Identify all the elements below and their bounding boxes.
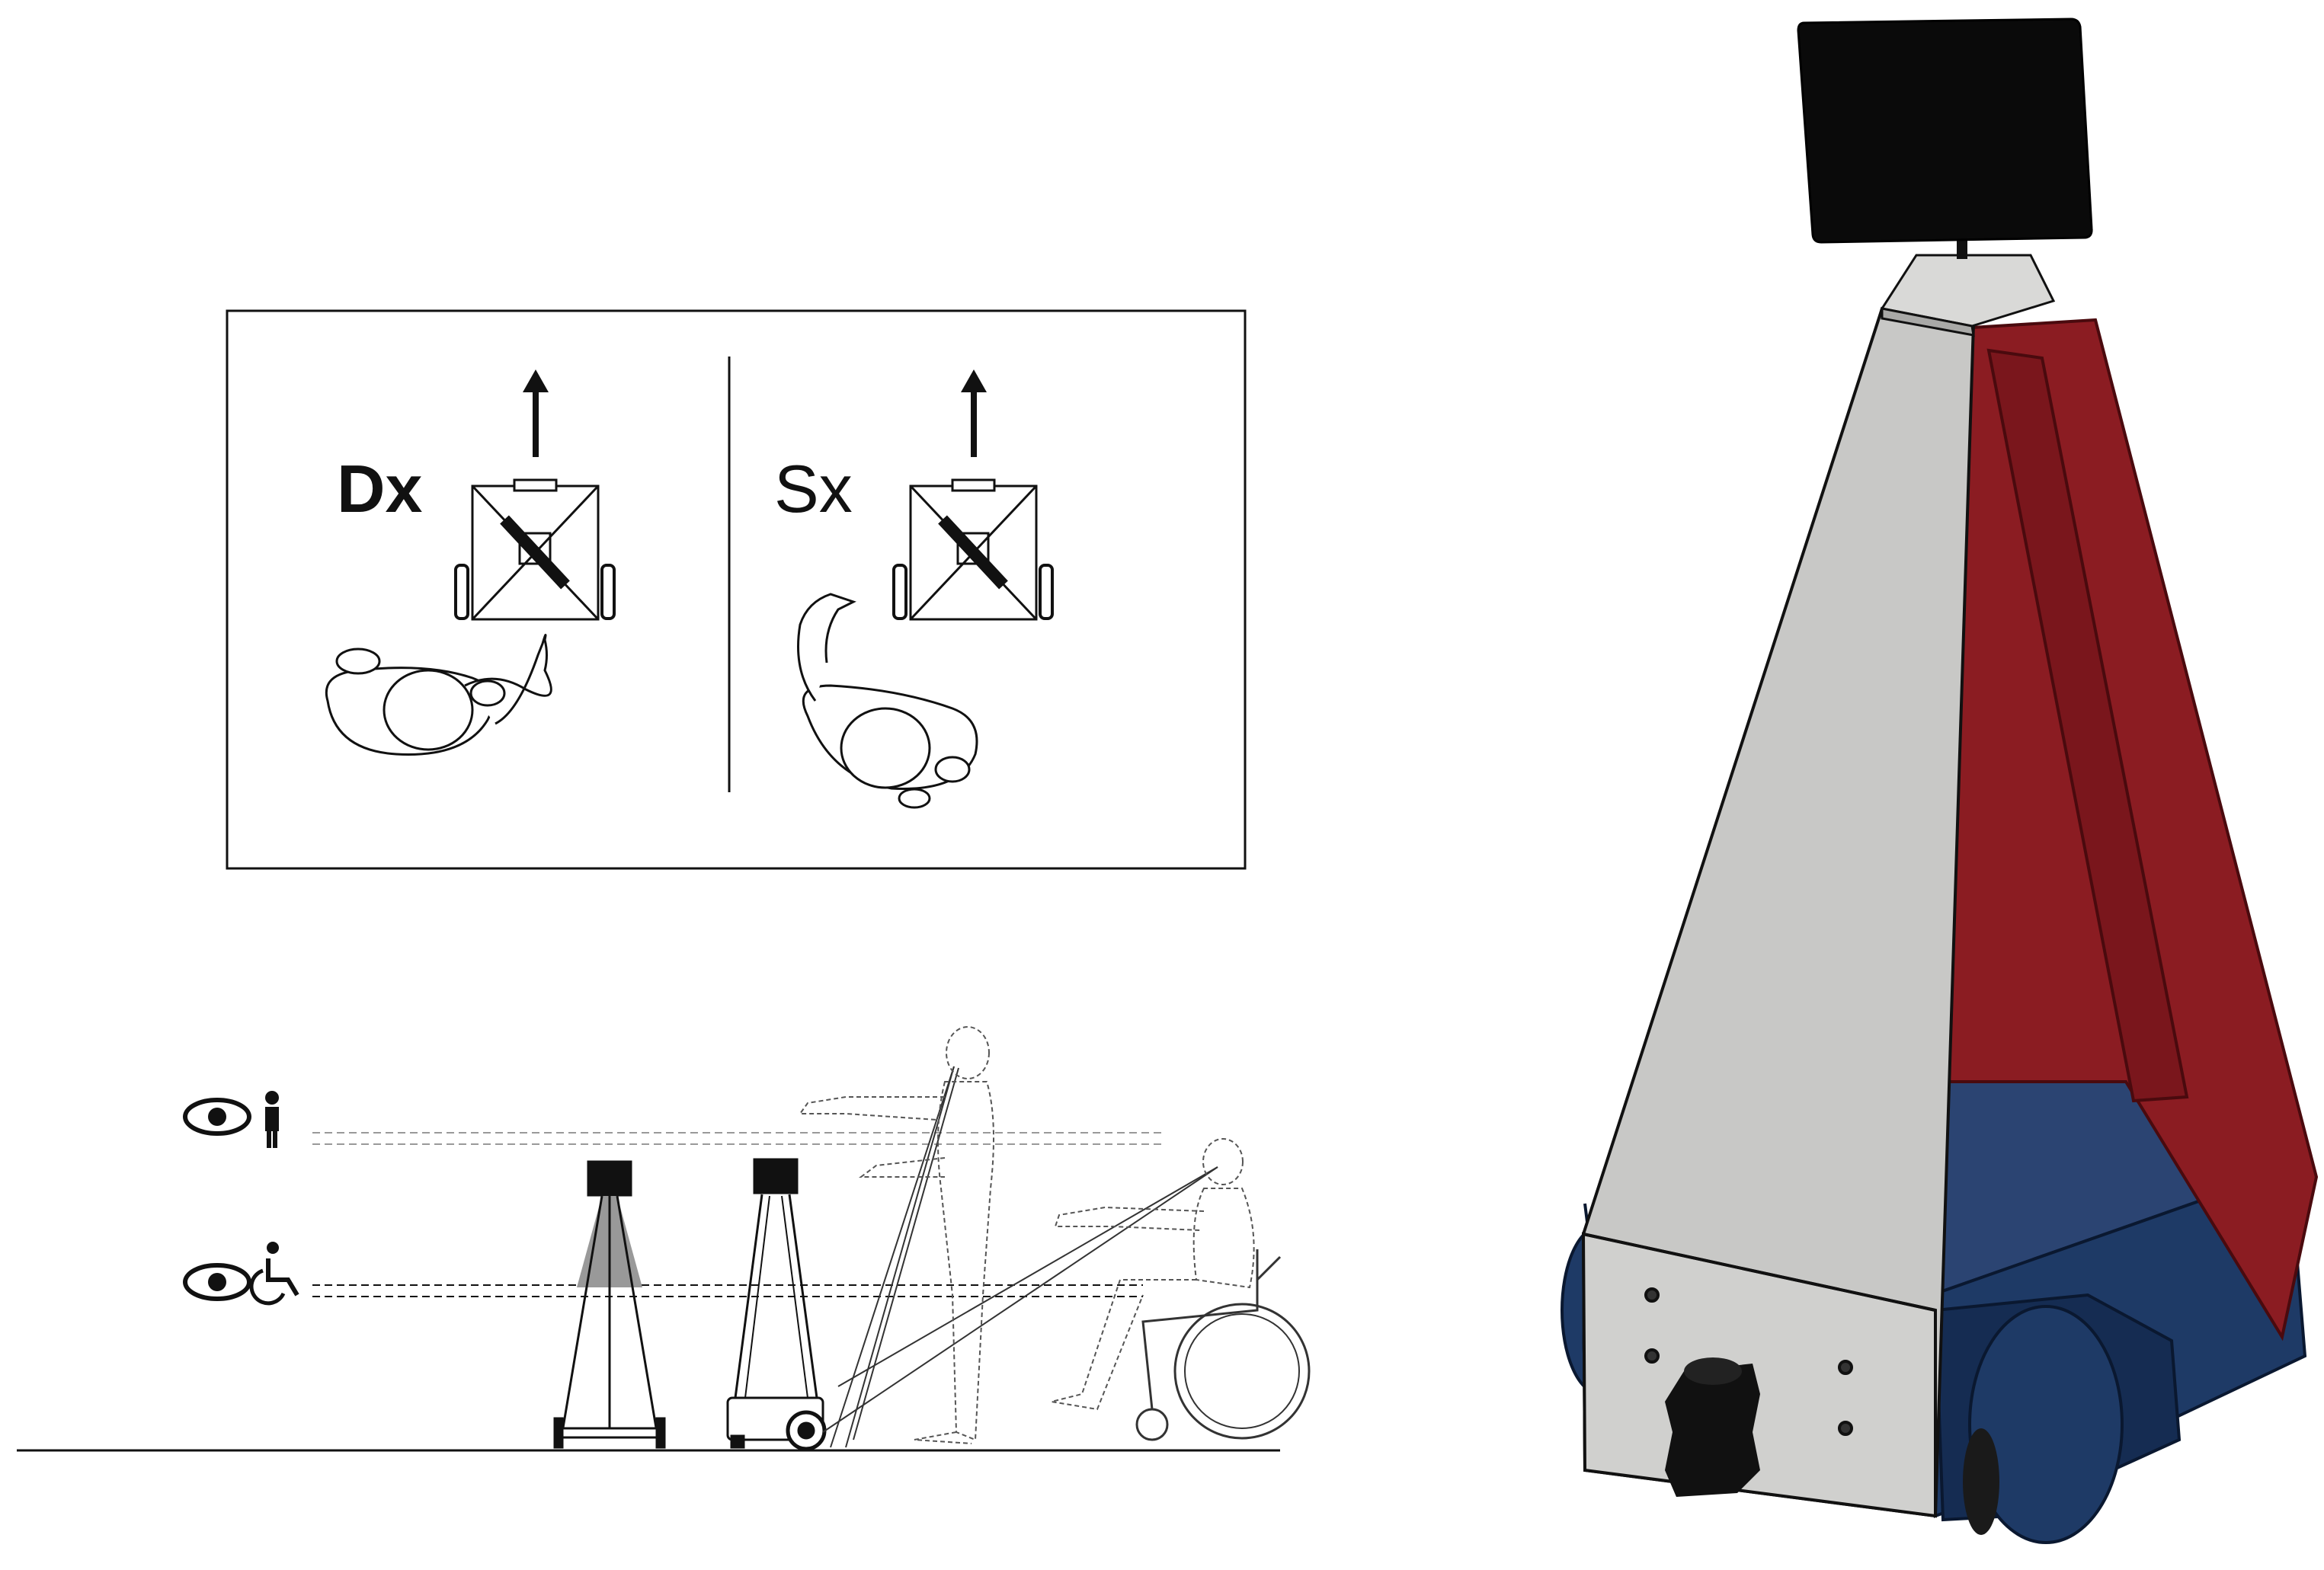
front-wheel [1963,1305,2124,1544]
robot-topview-icon [892,478,1054,621]
gesture-panel-frame [226,309,1247,870]
standing-person [799,1026,994,1444]
robot-front-view [553,1160,666,1449]
wheelchair-person [1051,1138,1311,1441]
front-caster [1665,1357,1760,1497]
gesture-left: Sx [774,369,1054,809]
arrow-up-icon [961,369,987,457]
sight-lines [822,1066,1218,1448]
front-grey-panel [1581,306,1976,1518]
eye-wheelchair-icon [183,1242,299,1306]
gesture-right-label: Dx [337,451,423,526]
robot-side-view [726,1158,827,1451]
gesture-right: Dx [325,369,616,756]
eye-standing-person-icon [183,1091,279,1148]
gesture-panel: Dx [226,309,1247,870]
top-cap [1880,254,2056,337]
eye-level-diagram [17,1026,1311,1452]
person-topview-right [325,634,552,756]
arrow-up-icon [523,369,549,457]
display-screen [1797,18,2093,244]
person-topview-left [797,593,978,809]
robot-3d-render [1561,18,2319,1544]
gesture-left-label: Sx [774,451,853,526]
robot-topview-icon [454,478,616,621]
